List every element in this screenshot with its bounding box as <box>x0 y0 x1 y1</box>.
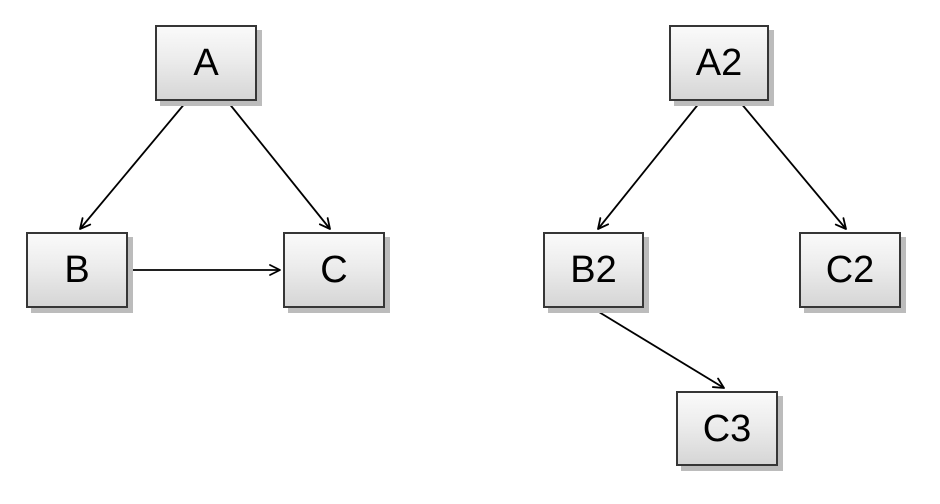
node-label-A2: A2 <box>695 42 743 84</box>
edge-A-to-B <box>79 101 187 230</box>
node-C: C <box>283 232 385 308</box>
node-A2: A2 <box>669 25 769 101</box>
edge-A-to-C <box>227 101 331 230</box>
node-label-C2: C2 <box>825 249 875 291</box>
node-label-A: A <box>193 42 219 84</box>
node-C2: C2 <box>799 232 901 308</box>
node-B2: B2 <box>543 232 644 308</box>
node-label-C: C <box>320 249 348 291</box>
node-label-C3: C3 <box>702 407 752 450</box>
node-A: A <box>155 25 257 101</box>
node-B: B <box>26 232 128 308</box>
node-label-B: B <box>64 249 90 291</box>
node-C3: C3 <box>676 391 778 466</box>
edge-A2-to-B2 <box>597 101 701 230</box>
node-label-B2: B2 <box>570 249 617 291</box>
edge-A2-to-C2 <box>739 101 847 230</box>
edge-B2-to-C3 <box>593 308 725 389</box>
